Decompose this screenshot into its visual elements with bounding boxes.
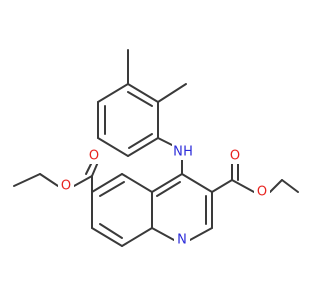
bond	[91, 173, 123, 193]
bonds	[13, 49, 299, 247]
ester6-carbonyl-oxygen-label: O	[89, 149, 99, 164]
bond	[181, 173, 213, 193]
bond	[121, 227, 153, 247]
bond	[157, 83, 187, 103]
bond	[97, 83, 129, 103]
label-backdrop	[254, 184, 270, 200]
ester6-ether-oxygen-label: O	[61, 179, 71, 194]
label-backdrop	[227, 148, 243, 164]
bond	[121, 173, 153, 193]
molecule-diagram: N H N O O O O	[13, 49, 299, 248]
bond	[73, 175, 93, 187]
bond	[39, 173, 59, 187]
bond	[127, 137, 159, 157]
structure-drawing: N H N O O O O	[13, 49, 299, 248]
bond	[127, 83, 159, 103]
bond	[189, 227, 213, 241]
ring-nitrogen-label: N	[177, 233, 187, 248]
amine-hydrogen-label: H	[183, 145, 193, 160]
bond	[13, 173, 41, 187]
label-backdrop	[174, 232, 190, 248]
bond	[269, 179, 283, 193]
label-backdrop	[172, 144, 194, 160]
label-backdrop	[58, 178, 74, 194]
bond	[97, 137, 129, 157]
bond	[128, 133, 153, 149]
ester3-ether-oxygen-label: O	[257, 185, 267, 200]
bond	[281, 179, 299, 193]
atom-labels: N H N O O O O	[58, 144, 270, 248]
ester3-carbonyl-oxygen-label: O	[230, 149, 240, 164]
bond	[211, 179, 233, 193]
bond	[127, 91, 153, 107]
label-backdrop	[86, 148, 102, 164]
bond	[151, 173, 183, 193]
bond	[99, 181, 125, 197]
amine-nitrogen-label: N	[173, 145, 183, 160]
bond	[231, 179, 255, 193]
bond	[156, 181, 181, 197]
bond	[91, 161, 99, 177]
bond	[91, 227, 123, 247]
bond	[157, 137, 175, 147]
bond	[151, 227, 175, 241]
bond	[99, 223, 123, 239]
